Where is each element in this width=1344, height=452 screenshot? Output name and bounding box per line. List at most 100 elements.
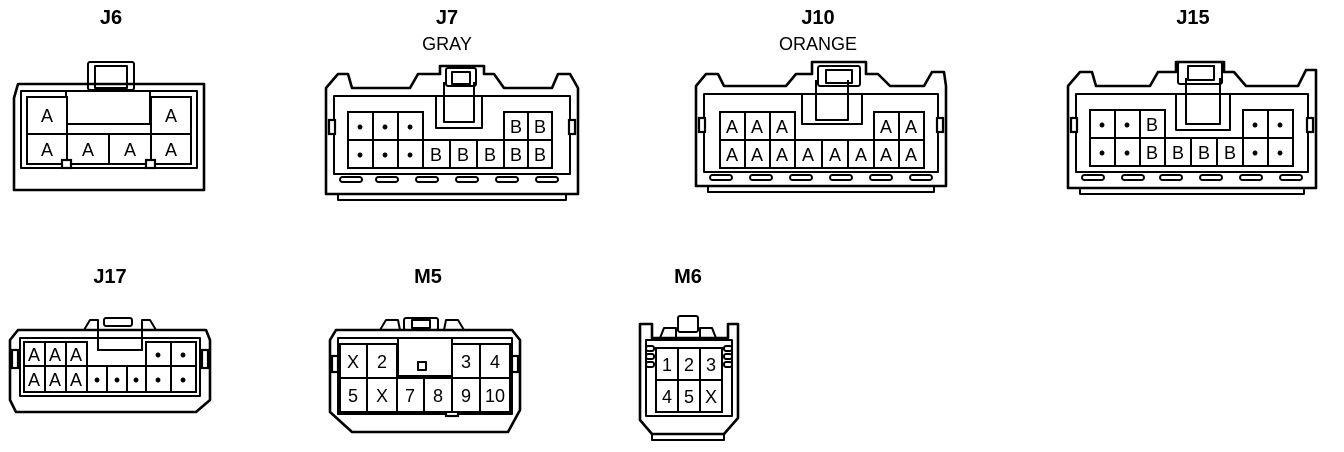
pin-label: A — [751, 117, 763, 137]
pin-label: A — [905, 117, 917, 137]
connector-name: J15 — [1176, 7, 1209, 29]
pin-cell — [503, 111, 529, 141]
connector-j6: J6 A A A A A A — [12, 7, 206, 192]
pin-cell — [26, 96, 68, 135]
pin-label: B — [510, 145, 522, 165]
pin-label: • — [1099, 115, 1105, 135]
pin-label: 3 — [706, 355, 716, 375]
pin-cell — [873, 111, 900, 141]
pin-cell — [1089, 137, 1116, 167]
pin-label: • — [357, 145, 363, 165]
pin-label: A — [751, 145, 763, 165]
pin-label: A — [28, 370, 40, 390]
pin-grid: A A A A A A A A A A A A A — [719, 111, 925, 169]
pin-label: A — [905, 145, 917, 165]
pin-label: A — [880, 117, 892, 137]
pin-label: A — [880, 145, 892, 165]
connector-name: M5 — [414, 266, 442, 288]
pin-cell — [479, 377, 511, 413]
connector-color-label: ORANGE — [779, 34, 857, 54]
pin-label: • — [114, 370, 120, 390]
connector-j15: J15 • • B • • • • B B — [1066, 7, 1318, 195]
pin-cell — [527, 139, 553, 169]
pin-label: A — [49, 345, 61, 365]
pin-label: • — [155, 345, 161, 365]
pin-label: B — [430, 145, 442, 165]
pin-label: • — [1252, 115, 1258, 135]
connector-name: M6 — [674, 266, 702, 288]
connector-m6: M6 1 2 3 4 5 X — [638, 266, 740, 441]
connector-name: J17 — [93, 266, 126, 288]
pin-label: • — [357, 117, 363, 137]
pin-cell — [1139, 109, 1166, 139]
pin-label: 10 — [485, 386, 505, 406]
pin-cell — [1242, 137, 1269, 167]
pin-label: • — [407, 117, 413, 137]
pin-label: A — [41, 140, 53, 160]
pin-label: • — [180, 370, 186, 390]
pin-label: B — [1172, 143, 1184, 163]
pin-label: A — [776, 117, 788, 137]
pin-label: A — [802, 145, 814, 165]
pin-grid: • • • B B • • • B B B B B — [347, 111, 553, 169]
pin-label: A — [82, 140, 94, 160]
pin-grid: 1 2 3 4 5 X — [655, 347, 723, 413]
pin-label: A — [726, 117, 738, 137]
pin-label: A — [28, 345, 40, 365]
pin-label: 9 — [461, 386, 471, 406]
pin-cell — [1114, 137, 1141, 167]
pin-label: A — [776, 145, 788, 165]
pin-label: B — [534, 117, 546, 137]
connector-m5: M5 X 2 3 4 5 X 7 8 — [328, 266, 522, 434]
pin-label: • — [382, 117, 388, 137]
pin-label: B — [1146, 115, 1158, 135]
pin-grid: • • B • • • • B B B B • • — [1089, 109, 1294, 167]
pin-cell — [898, 139, 925, 169]
pin-label: • — [1277, 115, 1283, 135]
pin-label: B — [1224, 143, 1236, 163]
pin-label: 8 — [433, 386, 443, 406]
pin-label: A — [726, 145, 738, 165]
pin-label: A — [829, 145, 841, 165]
connector-name: J6 — [100, 7, 122, 29]
pin-label: • — [133, 370, 139, 390]
pin-label: X — [705, 387, 717, 407]
connector-name: J10 — [801, 7, 834, 29]
pin-label: • — [407, 145, 413, 165]
pin-cell — [527, 111, 553, 141]
pin-cell — [1190, 137, 1218, 167]
pin-grid: X 2 3 4 5 X 7 8 9 10 — [339, 343, 511, 413]
pin-label: 2 — [684, 355, 694, 375]
connector-color-label: GRAY — [422, 34, 472, 54]
pin-label: A — [70, 370, 82, 390]
connector-name: J7 — [436, 7, 458, 29]
pin-cell — [451, 343, 481, 379]
pin-label: 4 — [662, 387, 672, 407]
pin-cell — [66, 133, 110, 165]
pin-label: B — [484, 145, 496, 165]
pin-label: B — [510, 117, 522, 137]
pin-cell — [1164, 137, 1192, 167]
pin-label: • — [155, 370, 161, 390]
pin-cell — [1114, 109, 1141, 139]
pin-label: 4 — [490, 352, 500, 372]
pin-label: • — [1099, 143, 1105, 163]
pin-cell — [769, 111, 796, 141]
pin-label: A — [70, 345, 82, 365]
pin-label: 3 — [461, 352, 471, 372]
pin-label: B — [457, 145, 469, 165]
pin-label: • — [94, 370, 100, 390]
pin-label: X — [347, 352, 359, 372]
pin-label: 5 — [348, 386, 358, 406]
pin-label: • — [180, 345, 186, 365]
connector-j17: J17 A A A • • A A A • • — [8, 266, 212, 414]
pin-cell — [479, 343, 511, 379]
pin-label: 7 — [405, 386, 415, 406]
pin-cell — [170, 365, 197, 393]
pin-label: A — [49, 370, 61, 390]
connector-j7: J7 GRAY • • • B B • • • — [324, 7, 580, 201]
pin-cell — [366, 343, 398, 379]
pin-label: A — [124, 140, 136, 160]
pin-label: 1 — [662, 355, 672, 375]
pin-cell — [150, 133, 192, 165]
